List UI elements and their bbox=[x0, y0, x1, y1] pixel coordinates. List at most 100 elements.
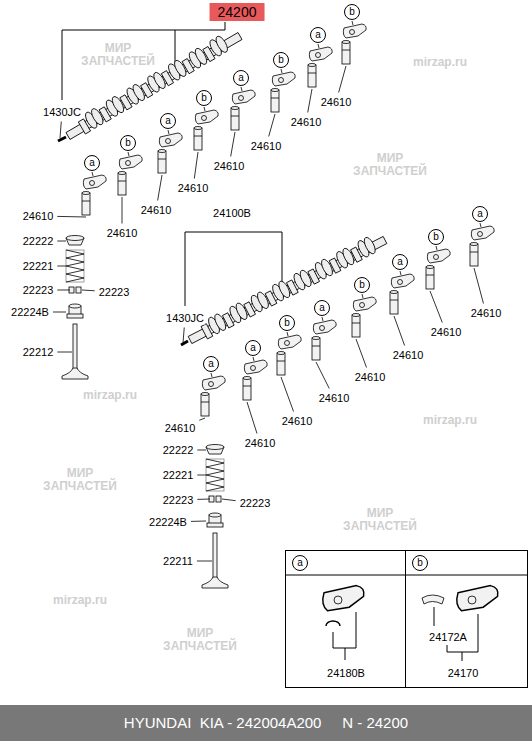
inset-rocker-arm bbox=[422, 595, 444, 604]
leader-line bbox=[247, 402, 257, 434]
rocker-arm bbox=[244, 357, 267, 374]
rocker-arm bbox=[278, 332, 301, 349]
inset-rocker-arm bbox=[457, 586, 498, 611]
rocker-arm bbox=[251, 366, 256, 371]
leader-line bbox=[57, 216, 86, 218]
camshaft bbox=[362, 236, 377, 256]
hydraulic-lifter bbox=[118, 173, 126, 195]
hydraulic-lifter bbox=[312, 337, 320, 361]
watermark: МИР ЗАПЧАСТЕЙ bbox=[35, 467, 125, 493]
rocker-arm bbox=[195, 107, 218, 124]
leader-line bbox=[197, 475, 206, 476]
hydraulic-lifter bbox=[470, 243, 478, 246]
watermark: mirzap.ru bbox=[65, 389, 155, 402]
hydraulic-lifter bbox=[194, 128, 202, 150]
rocker-arm bbox=[471, 226, 494, 240]
hydraulic-lifter bbox=[82, 192, 90, 216]
rocker-arm bbox=[322, 317, 323, 321]
bracket-line bbox=[62, 22, 225, 100]
rocker-arm bbox=[471, 223, 494, 240]
leader-line bbox=[316, 362, 329, 389]
hydraulic-lifter bbox=[470, 243, 478, 267]
inset-cell: b24172A24170 bbox=[405, 550, 528, 688]
callout-number: 24610 bbox=[290, 116, 323, 129]
hydraulic-lifter bbox=[118, 172, 126, 175]
leader-line bbox=[474, 268, 483, 304]
callout-letter: b bbox=[273, 52, 289, 68]
hydraulic-lifter bbox=[158, 150, 166, 174]
hydraulic-lifter bbox=[342, 41, 350, 44]
valve-assembly bbox=[66, 250, 84, 282]
hydraulic-lifter bbox=[426, 266, 434, 290]
inset-frame bbox=[285, 575, 528, 576]
callout-letter: a bbox=[292, 555, 308, 571]
valve-assembly bbox=[66, 236, 84, 241]
valve-assembly bbox=[209, 513, 221, 517]
rocker-arm bbox=[360, 303, 365, 308]
callout-number: 22223 bbox=[98, 286, 131, 299]
rocker-arm bbox=[309, 47, 332, 61]
callout-number: 22224B bbox=[10, 306, 50, 319]
hydraulic-lifter bbox=[201, 393, 209, 417]
hydraulic-lifter bbox=[312, 338, 320, 360]
rocker-arm bbox=[391, 271, 414, 288]
hydraulic-lifter bbox=[470, 244, 478, 266]
caption-bar: HYUNDAI KIA - 242004A200 N - 24200 bbox=[0, 705, 532, 741]
rocker-arm bbox=[320, 326, 325, 331]
inset-frame bbox=[285, 575, 528, 576]
rocker-arm bbox=[318, 44, 319, 48]
rocker-arm bbox=[281, 69, 282, 73]
leader-line bbox=[231, 132, 235, 157]
hydraulic-lifter bbox=[426, 267, 434, 289]
leader-line bbox=[430, 291, 442, 323]
callout-number: 24610 bbox=[470, 307, 503, 320]
callout-letter: a bbox=[472, 206, 488, 222]
callout-number: 24610 bbox=[106, 227, 139, 240]
hydraulic-lifter bbox=[271, 89, 279, 92]
rocker-arm bbox=[119, 155, 142, 169]
leader-line bbox=[57, 352, 72, 353]
callout-number: 1430JC bbox=[165, 312, 205, 325]
rocker-arm bbox=[232, 90, 255, 104]
callout-number: 24610 bbox=[140, 204, 173, 217]
leader-line bbox=[394, 316, 405, 346]
callout-number: 24610 bbox=[430, 326, 463, 339]
leader-line bbox=[308, 89, 312, 113]
bracket-line bbox=[333, 612, 356, 660]
hydraulic-lifter bbox=[231, 107, 239, 110]
hydraulic-lifter bbox=[312, 346, 320, 347]
valve-assembly bbox=[67, 314, 83, 318]
inset-rocker-arm bbox=[323, 586, 364, 611]
watermark: МИР ЗАПЧАСТЕЙ bbox=[155, 627, 245, 653]
rocker-arm bbox=[352, 21, 353, 25]
callout-number: 1430JC bbox=[42, 106, 82, 119]
leader-line bbox=[53, 312, 66, 313]
rocker-arm bbox=[168, 130, 169, 134]
leader-line bbox=[183, 328, 184, 344]
valve-assembly bbox=[202, 577, 228, 588]
part-number: 24180B bbox=[326, 667, 366, 680]
camshaft bbox=[188, 236, 387, 343]
callout-number: 22222 bbox=[22, 235, 55, 248]
valve-assembly bbox=[69, 304, 81, 308]
valve-assembly bbox=[207, 523, 223, 527]
valve-assembly bbox=[216, 496, 221, 502]
hydraulic-lifter bbox=[312, 337, 320, 340]
valve-assembly bbox=[206, 445, 224, 450]
hydraulic-lifter bbox=[118, 172, 126, 196]
callout-number: 22222 bbox=[162, 444, 195, 457]
hydraulic-lifter bbox=[194, 127, 202, 151]
rocker-arm bbox=[343, 21, 366, 38]
inset-rocker-arm bbox=[334, 596, 342, 604]
camshaft bbox=[214, 35, 230, 55]
camshaft-and-rockers bbox=[62, 21, 494, 416]
rocker-arm bbox=[313, 317, 336, 334]
hydraulic-lifter bbox=[271, 89, 279, 113]
valve-assembly bbox=[62, 236, 88, 380]
rocker-arm bbox=[128, 152, 129, 156]
leader-line bbox=[158, 175, 162, 201]
hydraulic-lifter bbox=[82, 192, 90, 195]
rocker-arm bbox=[278, 335, 301, 349]
rocker-arm bbox=[253, 357, 254, 361]
hydraulic-lifter bbox=[271, 90, 279, 112]
